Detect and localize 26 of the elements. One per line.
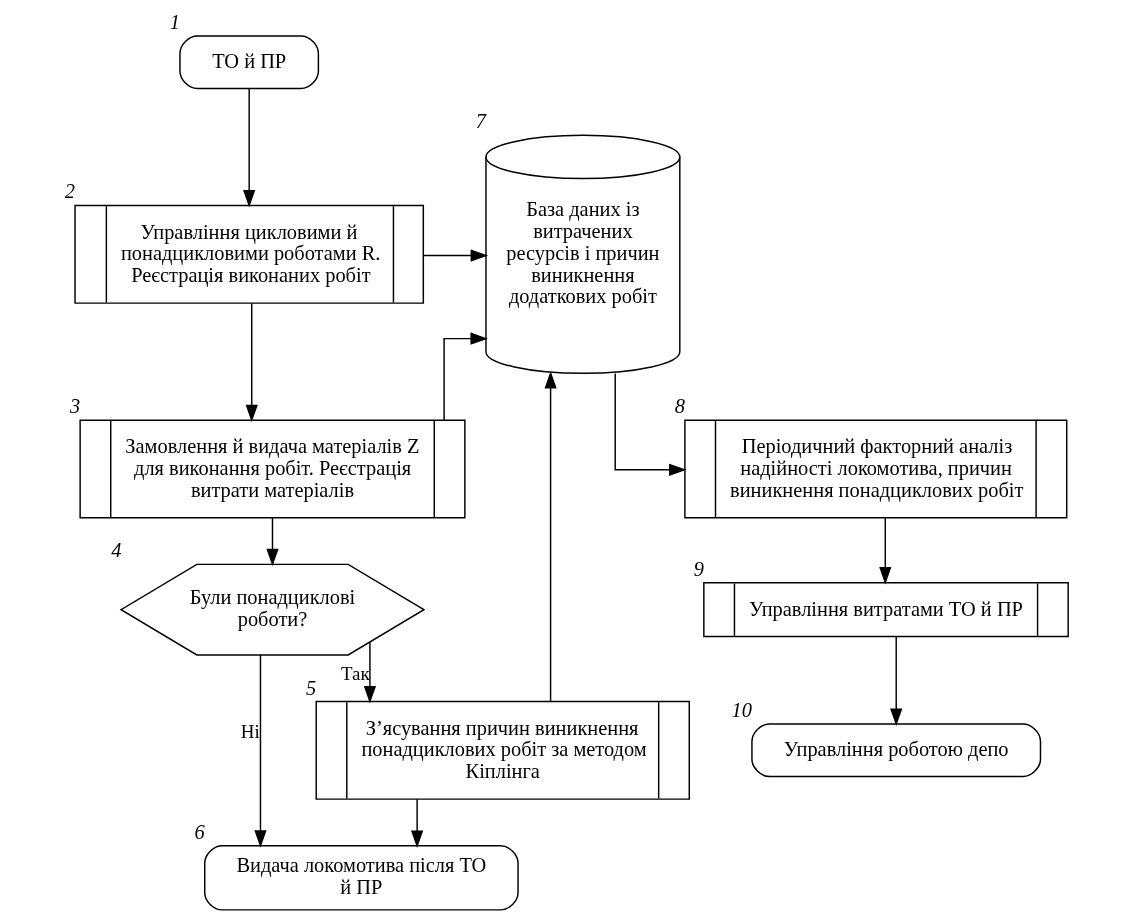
node-label: 2 (64, 180, 75, 203)
arrow (253, 654, 267, 848)
node-box: ТО й ПР (178, 35, 319, 90)
node-box: Видача локомотива після ТО й ПР (203, 845, 519, 911)
node-label: 8 (674, 395, 685, 418)
arrow (613, 372, 687, 476)
node-label: 10 (731, 699, 752, 722)
node-label: 3 (69, 395, 80, 418)
edge-label: Ні (240, 720, 260, 742)
arrow (363, 641, 376, 704)
node-label: 7 (475, 110, 486, 133)
node-label: 9 (693, 557, 704, 580)
arrow (442, 332, 488, 421)
node-label: 5 (305, 676, 316, 699)
arrow (543, 371, 557, 703)
arrow (889, 636, 902, 726)
node-label: 1 (169, 10, 180, 33)
arrow (422, 249, 488, 262)
arrow (878, 517, 891, 585)
node-box: Управління роботою депо (750, 723, 1041, 778)
arrow (410, 798, 423, 848)
node-label: 4 (110, 539, 121, 562)
arrow (245, 302, 258, 423)
arrow (242, 87, 255, 208)
arrow (265, 517, 279, 567)
node-label: 6 (194, 820, 205, 843)
